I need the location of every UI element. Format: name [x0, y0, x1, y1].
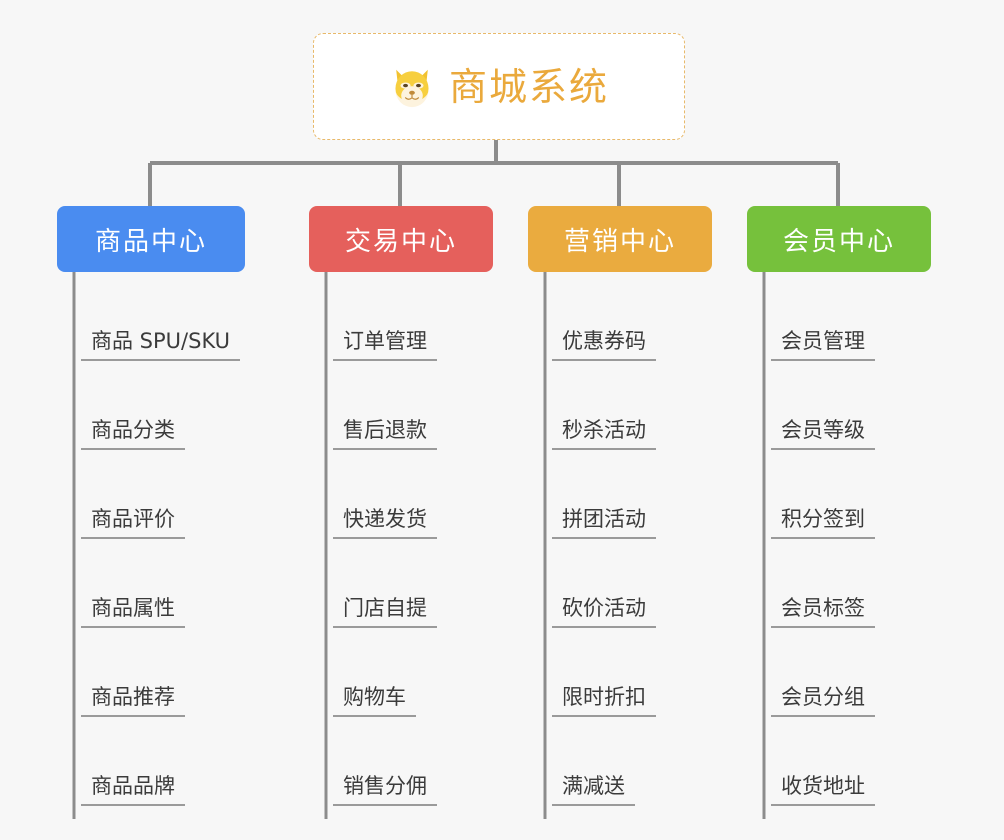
branch-items-4: 会员管理 会员等级 积分签到 会员标签 会员分组 收货地址	[747, 272, 931, 806]
branch-items-2: 订单管理 售后退款 快递发货 门店自提 购物车 销售分佣	[309, 272, 493, 806]
branch-header-1[interactable]: 商品中心	[57, 206, 245, 272]
list-item[interactable]: 售后退款	[309, 361, 493, 450]
leaf-label: 商品评价	[81, 509, 185, 539]
list-item[interactable]: 拼团活动	[528, 450, 712, 539]
leaf-label: 商品分类	[81, 420, 185, 450]
branch-header-label: 商品中心	[94, 226, 207, 257]
leaf-label: 满减送	[552, 776, 635, 806]
leaf-label: 会员管理	[771, 331, 875, 361]
root-node[interactable]: 商城系统	[313, 33, 685, 140]
leaf-label: 订单管理	[333, 331, 437, 361]
leaf-label: 商品 SPU/SKU	[81, 331, 241, 361]
branch-header-label: 交易中心	[344, 226, 457, 257]
leaf-label: 拼团活动	[552, 509, 656, 539]
list-item[interactable]: 会员等级	[747, 361, 931, 450]
leaf-label: 门店自提	[333, 598, 437, 628]
leaf-label: 收货地址	[771, 776, 875, 806]
leaf-label: 快递发货	[333, 509, 437, 539]
list-item[interactable]: 商品 SPU/SKU	[57, 272, 245, 361]
list-item[interactable]: 商品评价	[57, 450, 245, 539]
list-item[interactable]: 商品分类	[57, 361, 245, 450]
branch-column-4: 会员中心 会员管理 会员等级 积分签到 会员标签 会员分组 收货地址	[747, 206, 931, 806]
branch-header-3[interactable]: 营销中心	[528, 206, 712, 272]
leaf-label: 会员标签	[771, 598, 875, 628]
list-item[interactable]: 门店自提	[309, 539, 493, 628]
list-item[interactable]: 购物车	[309, 628, 493, 717]
branch-items-3: 优惠券码 秒杀活动 拼团活动 砍价活动 限时折扣 满减送	[528, 272, 712, 806]
branch-column-2: 交易中心 订单管理 售后退款 快递发货 门店自提 购物车 销售分佣	[309, 206, 493, 806]
list-item[interactable]: 优惠券码	[528, 272, 712, 361]
branch-header-4[interactable]: 会员中心	[747, 206, 931, 272]
branch-items-1: 商品 SPU/SKU 商品分类 商品评价 商品属性 商品推荐 商品品牌	[57, 272, 245, 806]
list-item[interactable]: 商品属性	[57, 539, 245, 628]
leaf-label: 限时折扣	[552, 687, 656, 717]
branch-header-2[interactable]: 交易中心	[309, 206, 493, 272]
list-item[interactable]: 会员管理	[747, 272, 931, 361]
branch-column-1: 商品中心 商品 SPU/SKU 商品分类 商品评价 商品属性 商品推荐 商品品牌	[57, 206, 245, 806]
list-item[interactable]: 快递发货	[309, 450, 493, 539]
list-item[interactable]: 砍价活动	[528, 539, 712, 628]
leaf-label: 售后退款	[333, 420, 437, 450]
leaf-label: 优惠券码	[552, 331, 656, 361]
leaf-label: 积分签到	[771, 509, 875, 539]
list-item[interactable]: 收货地址	[747, 717, 931, 806]
leaf-label: 商品品牌	[81, 776, 185, 806]
list-item[interactable]: 销售分佣	[309, 717, 493, 806]
branch-header-label: 营销中心	[563, 226, 676, 257]
list-item[interactable]: 商品推荐	[57, 628, 245, 717]
leaf-label: 商品属性	[81, 598, 185, 628]
leaf-label: 购物车	[333, 687, 416, 717]
leaf-label: 会员分组	[771, 687, 875, 717]
leaf-label: 商品推荐	[81, 687, 185, 717]
list-item[interactable]: 会员标签	[747, 539, 931, 628]
list-item[interactable]: 秒杀活动	[528, 361, 712, 450]
list-item[interactable]: 积分签到	[747, 450, 931, 539]
shiba-dog-face-icon	[395, 69, 429, 107]
leaf-label: 销售分佣	[333, 776, 437, 806]
list-item[interactable]: 限时折扣	[528, 628, 712, 717]
list-item[interactable]: 满减送	[528, 717, 712, 806]
leaf-label: 会员等级	[771, 420, 875, 450]
list-item[interactable]: 订单管理	[309, 272, 493, 361]
branch-header-label: 会员中心	[782, 226, 895, 257]
root-title: 商城系统	[448, 64, 609, 109]
leaf-label: 砍价活动	[552, 598, 656, 628]
leaf-label: 秒杀活动	[552, 420, 656, 450]
list-item[interactable]: 商品品牌	[57, 717, 245, 806]
branch-column-3: 营销中心 优惠券码 秒杀活动 拼团活动 砍价活动 限时折扣 满减送	[528, 206, 712, 806]
list-item[interactable]: 会员分组	[747, 628, 931, 717]
